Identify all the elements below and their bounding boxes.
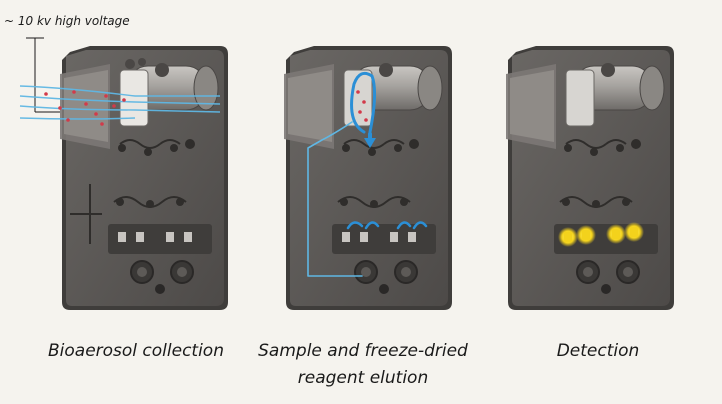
chip-panel-detection — [506, 46, 674, 310]
elution-fluid-path — [307, 71, 428, 277]
bioaerosol-particles — [44, 90, 126, 126]
chip-body — [506, 46, 674, 310]
voltage-leader-line — [26, 37, 60, 113]
voltage-label: ~ 10 kv high voltage — [4, 14, 130, 28]
caption-elution: Sample and freeze-dried reagent elution — [238, 338, 488, 392]
caption-elution-line-1: Sample and freeze-dried — [258, 341, 468, 361]
caption-detection: Detection — [556, 341, 640, 361]
caption-elution-line-2: reagent elution — [297, 368, 429, 388]
flow-arrow-head — [364, 138, 376, 148]
detection-signals — [558, 222, 644, 247]
caption-collection: Bioaerosol collection — [47, 341, 224, 361]
chip-body — [284, 46, 452, 310]
sample-particles — [356, 90, 368, 122]
chip-body — [60, 46, 228, 310]
chip-panel-collection — [19, 46, 228, 310]
chip-panel-elution — [284, 46, 452, 310]
air-flow-lines — [19, 85, 221, 120]
